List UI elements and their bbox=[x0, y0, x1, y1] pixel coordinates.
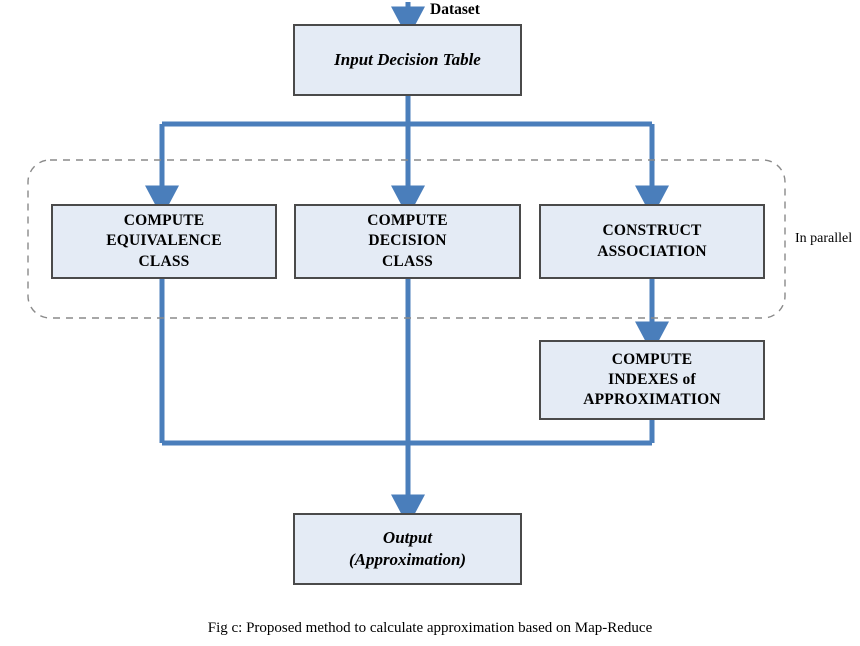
dataset-label: Dataset bbox=[430, 1, 480, 18]
node-output-approximation-label: Output (Approximation) bbox=[348, 527, 467, 569]
node-compute-equivalence-class[interactable]: COMPUTE EQUIVALENCE CLASS bbox=[51, 204, 277, 279]
node-compute-equivalence-class-label: COMPUTE EQUIVALENCE CLASS bbox=[106, 212, 222, 270]
node-output-approximation[interactable]: Output (Approximation) bbox=[293, 513, 522, 585]
node-compute-decision-class-label: COMPUTE DECISION CLASS bbox=[367, 212, 448, 270]
node-construct-association-label: CONSTRUCT ASSOCIATION bbox=[597, 222, 707, 260]
node-input-decision-table-label: Input Decision Table bbox=[334, 49, 481, 69]
in-parallel-label: In parallel bbox=[795, 231, 853, 246]
node-compute-indexes-of-approximation[interactable]: COMPUTE INDEXES of APPROXIMATION bbox=[539, 340, 765, 420]
node-compute-indexes-of-approximation-label: COMPUTE INDEXES of APPROXIMATION bbox=[583, 350, 721, 409]
figure-caption: Fig c: Proposed method to calculate appr… bbox=[207, 620, 653, 636]
node-input-decision-table[interactable]: Input Decision Table bbox=[293, 24, 522, 96]
node-construct-association[interactable]: CONSTRUCT ASSOCIATION bbox=[539, 204, 765, 279]
node-compute-decision-class[interactable]: COMPUTE DECISION CLASS bbox=[294, 204, 521, 279]
parallel-group-dashed-rect bbox=[27, 159, 786, 319]
